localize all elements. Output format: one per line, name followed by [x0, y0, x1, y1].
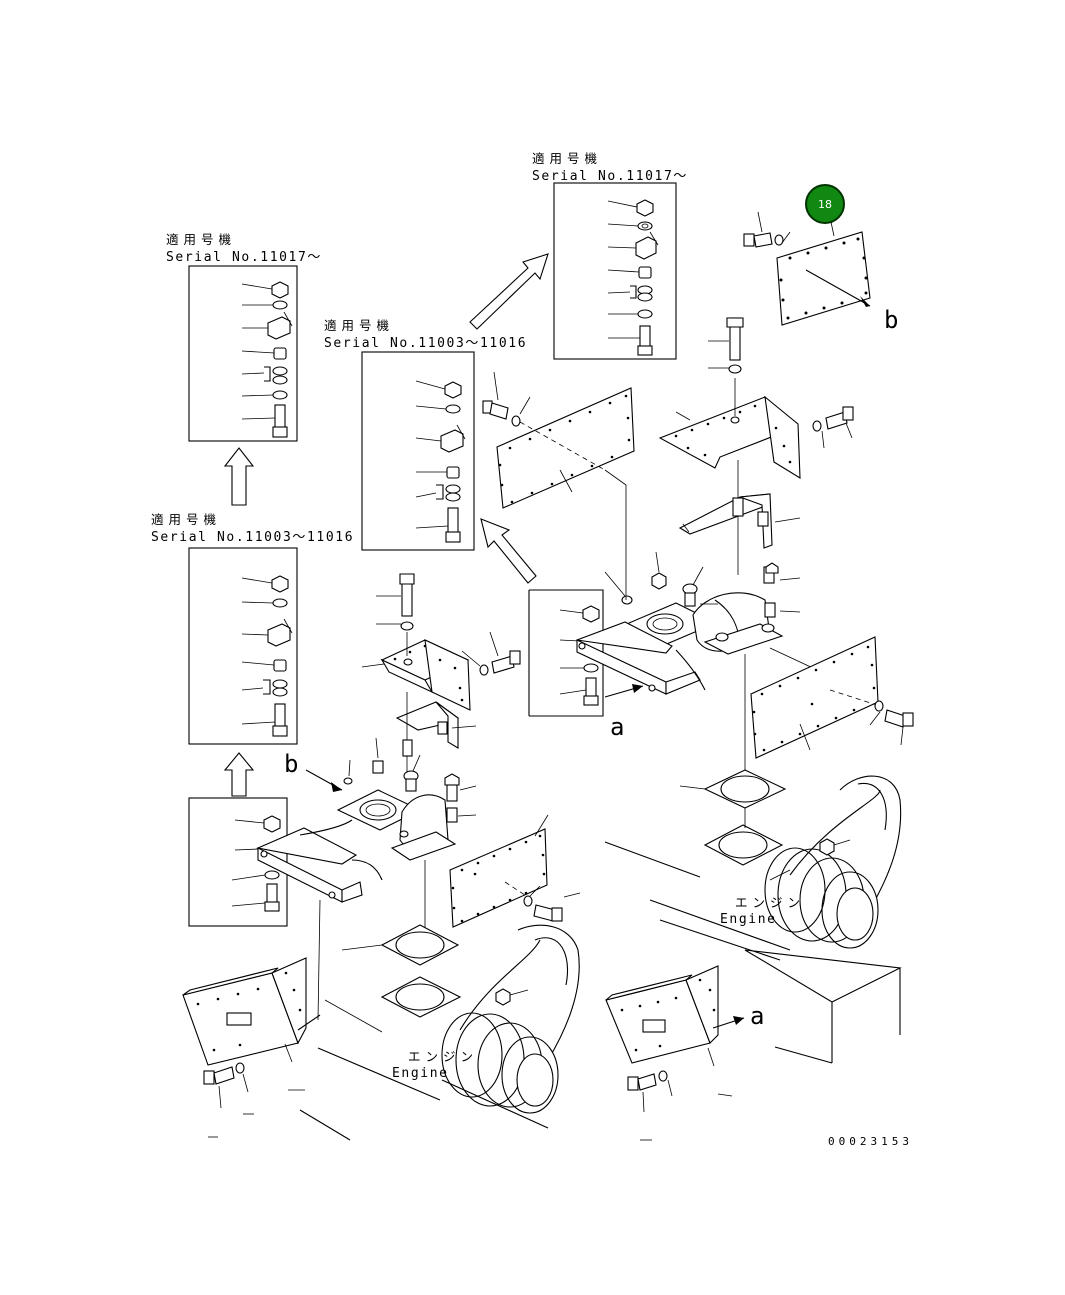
serial-label-11003: Serial No.11003～11016 [324, 336, 527, 351]
leader-lines [241, 577, 276, 725]
serial-box-frame [188, 265, 298, 442]
arrow-up-icon [223, 752, 255, 797]
engine-en-label: Engine [392, 1066, 449, 1081]
leader-lines [415, 380, 449, 529]
callout-number[interactable]: 18 [818, 198, 832, 211]
serial-box-frame [553, 182, 677, 360]
drawing-number: 00023153 [828, 1135, 913, 1148]
serial-jp-label: 適用号機 [324, 318, 394, 333]
hardware-stack [264, 281, 293, 438]
ref-label-a: a [610, 713, 624, 741]
panel-right-long [750, 636, 914, 759]
serial-box-top-left: 適用号機 Serial No.11017～ [166, 232, 322, 442]
gaskets-right [679, 769, 787, 866]
engine-center: エンジン Engine [299, 924, 580, 1141]
serial-label-11003: Serial No.11003～11016 [151, 530, 354, 545]
arrow-up-icon [223, 447, 255, 506]
serial-label-11017: Serial No.11017～ [166, 250, 322, 265]
serial-box-frame [188, 547, 298, 745]
bracket-right [678, 460, 801, 575]
arrow-diagonal-icon [480, 518, 537, 584]
ref-label-a: a [750, 1002, 764, 1030]
ref-label-b: b [284, 750, 298, 778]
bracket-center-left [395, 692, 477, 790]
serial-box-top-center: 適用号機 Serial No.11017～ [532, 151, 688, 360]
flow-arrows [223, 253, 549, 797]
callout-circle[interactable] [805, 184, 845, 224]
bracket-lower-right: a [605, 965, 764, 1141]
serial-jp-label: 適用号機 [151, 512, 221, 527]
engine-right: エンジン Engine [604, 775, 902, 1064]
hardware-stack [263, 575, 293, 737]
panel-center [449, 814, 581, 928]
panel-upper-left [482, 371, 635, 509]
engine-jp-label: エンジン [408, 1049, 478, 1064]
elbow-right: a [576, 551, 861, 770]
hardware-stack [436, 381, 466, 543]
leader-lines [241, 283, 276, 420]
serial-jp-label: 適用号機 [166, 232, 236, 247]
serial-jp-label: 適用号機 [532, 151, 602, 166]
panel-upper-right [658, 317, 854, 480]
callout-18[interactable]: 18 [805, 184, 845, 237]
cover-plate-top-right: b [743, 211, 898, 334]
detail-box-bottom-left [188, 797, 288, 927]
arrow-diagonal-icon [469, 253, 549, 330]
ref-label-b: b [884, 306, 898, 334]
gaskets-center [324, 924, 462, 1033]
serial-box-center: 適用号機 Serial No.11003～11016 [324, 318, 527, 551]
leader-lines [607, 200, 640, 339]
panel-center-left [361, 573, 521, 711]
serial-box-left-middle: 適用号機 Serial No.11003～11016 [151, 512, 354, 745]
engine-en-label: Engine [720, 912, 777, 927]
elbow-center-left: b [256, 737, 477, 1021]
serial-box-frame [361, 351, 475, 551]
bracket-lower-left [182, 957, 321, 1138]
engine-jp-label: エンジン [735, 895, 805, 910]
connector-lines [604, 469, 627, 600]
hardware-stack [630, 199, 659, 356]
serial-label-11017: Serial No.11017～ [532, 169, 688, 184]
